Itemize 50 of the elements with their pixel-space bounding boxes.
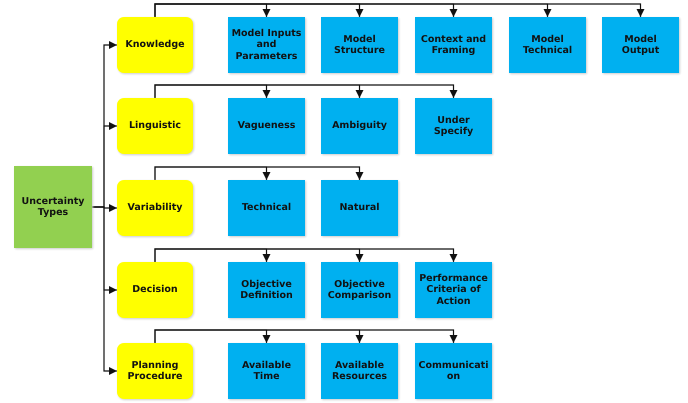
box-label: Context and Framing	[420, 34, 488, 56]
subtype-box	[321, 343, 398, 399]
subtype-box	[228, 98, 305, 154]
box-label: Planning Procedure	[126, 360, 184, 382]
category-box	[117, 98, 193, 154]
subtype-box	[415, 17, 492, 73]
box-label: Variability	[126, 202, 184, 214]
category-box	[117, 17, 193, 73]
connector-arrow	[92, 206, 117, 375]
subtype-box	[321, 98, 398, 154]
subtype-box	[509, 17, 586, 73]
box-label: Natural	[338, 202, 381, 214]
box-label: Uncertainty Types	[20, 196, 86, 218]
subtype-box	[321, 262, 398, 318]
box-label: Ambiguity	[331, 120, 388, 132]
connector-arrow	[154, 248, 458, 262]
connector-arrow	[154, 329, 458, 343]
subtype-box	[228, 343, 305, 399]
connector-arrow	[154, 3, 644, 17]
subtype-box	[228, 262, 305, 318]
box-label: Available Time	[240, 360, 292, 382]
subtype-box	[321, 180, 398, 236]
category-box	[117, 180, 193, 236]
root-box	[14, 166, 92, 248]
box-label: Model Inputs and Parameters	[230, 28, 302, 62]
category-box	[117, 343, 193, 399]
box-label: Communication	[418, 360, 490, 382]
subtype-box	[228, 17, 305, 73]
box-label: Objective Definition	[239, 278, 294, 302]
box-label: Model Structure	[333, 34, 386, 56]
subtype-box	[602, 17, 679, 73]
box-label: Decision	[131, 284, 179, 296]
category-box	[117, 262, 193, 318]
box-label: Technical	[240, 202, 292, 214]
box-label: Objective Comparison	[326, 278, 392, 302]
subtype-box	[415, 98, 492, 154]
subtype-box	[228, 180, 305, 236]
subtype-box	[415, 262, 492, 318]
box-label: Knowledge	[124, 39, 186, 51]
box-label: Vagueness	[236, 120, 296, 132]
box-label: Performance Criteria of Action	[418, 272, 489, 308]
box-label: Linguistic	[128, 120, 182, 132]
connector-arrow	[154, 166, 364, 180]
subtype-box	[415, 343, 492, 399]
subtype-box	[321, 17, 398, 73]
box-label: Available Resources	[330, 360, 388, 382]
connector-arrow	[154, 84, 458, 98]
box-label: Under Specify	[432, 114, 474, 138]
box-label: Model Technical	[522, 34, 574, 56]
box-label: Model Output	[620, 34, 660, 56]
